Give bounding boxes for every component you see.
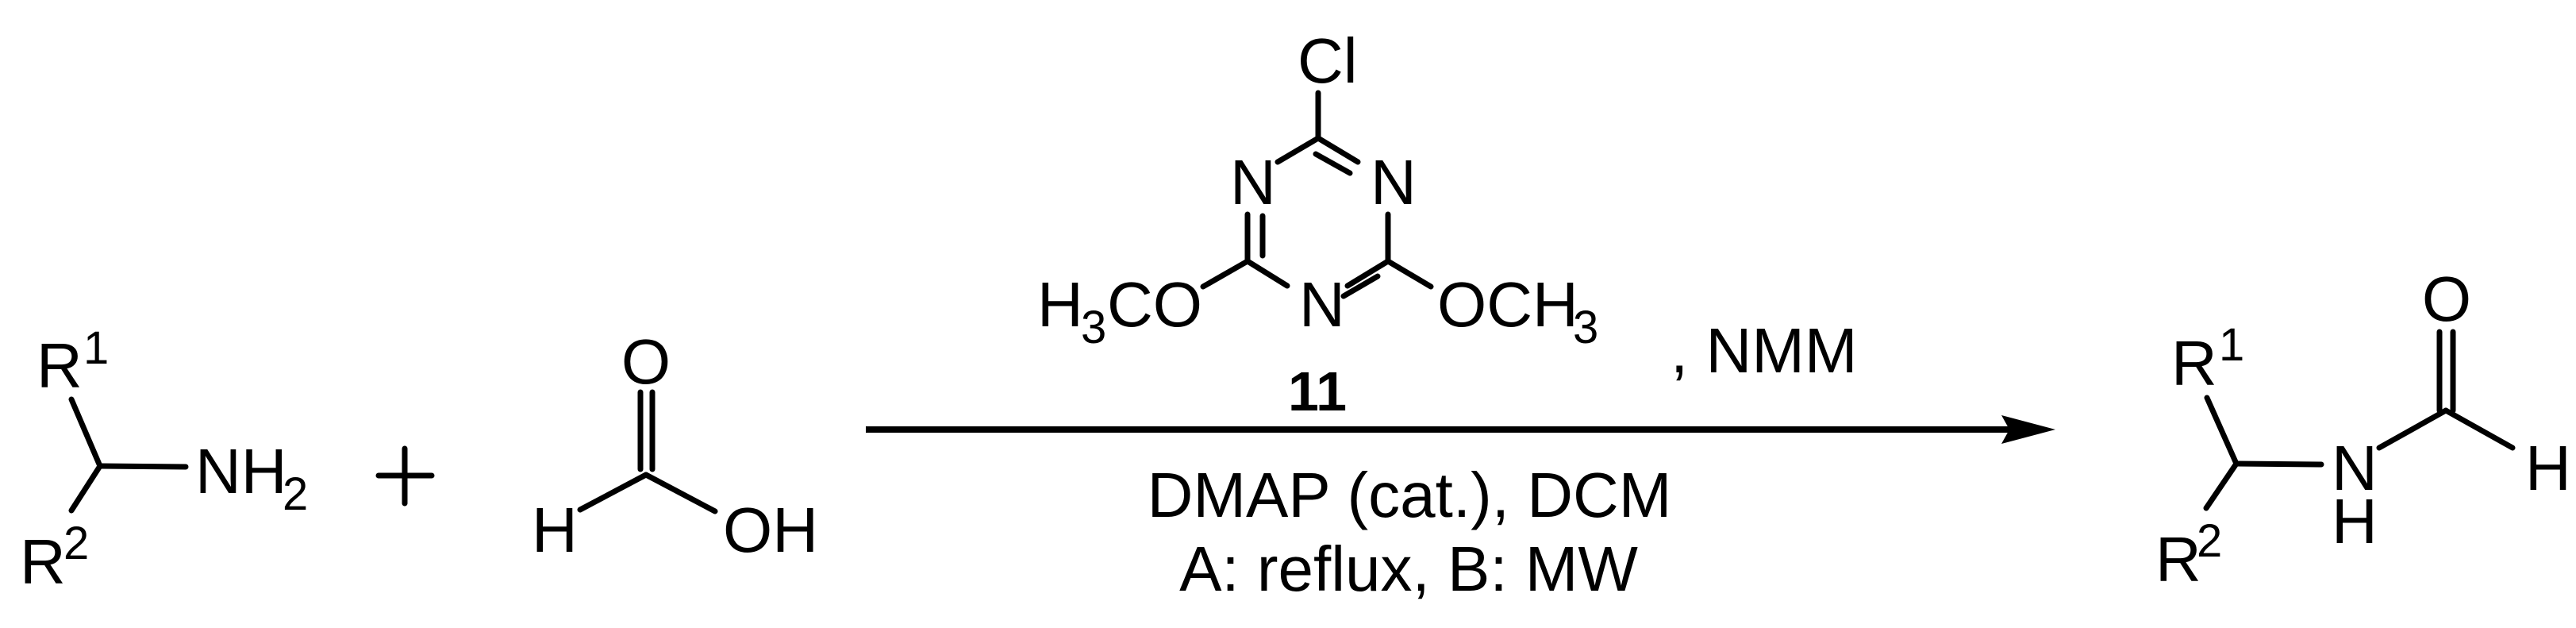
n-right-label: N <box>1371 147 1417 218</box>
formamide-product: R1 R2 N H O H <box>2155 264 2571 595</box>
bond-c-ome-left <box>1200 258 1251 290</box>
och3-label: OCH3 <box>1437 269 1598 353</box>
product-bond-n-c <box>2376 407 2449 451</box>
nh2-label: NH2 <box>195 436 308 520</box>
bond-r1 <box>68 396 103 469</box>
acid-o-label: O <box>621 326 671 397</box>
bond-ring-6 <box>1344 258 1391 289</box>
bond-c-h <box>577 472 649 513</box>
bond-c-oh <box>643 472 718 514</box>
plus-sign <box>375 445 435 507</box>
bond-ring-6-inner <box>1340 273 1381 299</box>
bond-c-ome-right <box>1385 258 1434 290</box>
product-o-label: O <box>2422 264 2471 334</box>
product-r1-label: R1 <box>2171 319 2244 399</box>
arrow-head <box>2001 415 2055 444</box>
conditions-line-1: DMAP (cat.), DCM <box>1148 460 1672 530</box>
r2-label: R2 <box>20 518 89 597</box>
bond-r2 <box>68 463 103 514</box>
conditions-line-2: A: reflux, B: MW <box>1179 534 1638 604</box>
acid-oh-label: OH <box>723 495 818 565</box>
bond-ring-5 <box>1244 258 1290 289</box>
bond-c-n <box>97 463 189 470</box>
product-bond-c-h <box>2443 407 2516 451</box>
cl-label: Cl <box>1298 25 1358 96</box>
n-left-label: N <box>1230 147 1276 218</box>
product-h-label: H <box>2525 433 2571 503</box>
compound-number: 11 <box>1288 360 1347 422</box>
reagent-cdmt: Cl N N N H3CO OCH3 11 , NMM <box>1037 25 1858 422</box>
nmm-label: , NMM <box>1671 315 1858 386</box>
acid-h-label: H <box>532 495 578 565</box>
product-bond-r1 <box>2204 395 2240 467</box>
h3co-label: H3CO <box>1037 269 1202 353</box>
product-nh-label: H <box>2332 486 2378 557</box>
bond-ring-2 <box>1315 135 1361 165</box>
bond-ring-1 <box>1275 135 1321 165</box>
formic-acid: O H OH <box>532 326 818 565</box>
r1-label: R1 <box>37 322 109 401</box>
product-n-label: N <box>2332 433 2378 503</box>
reaction-arrow <box>866 415 2055 444</box>
product-r2-label: R2 <box>2155 515 2222 595</box>
n-bottom-label: N <box>1299 269 1345 340</box>
amine-reactant: R1 NH2 R2 <box>20 322 308 597</box>
product-bond-r2 <box>2203 460 2240 511</box>
bond-ring-2-inner <box>1313 151 1353 176</box>
